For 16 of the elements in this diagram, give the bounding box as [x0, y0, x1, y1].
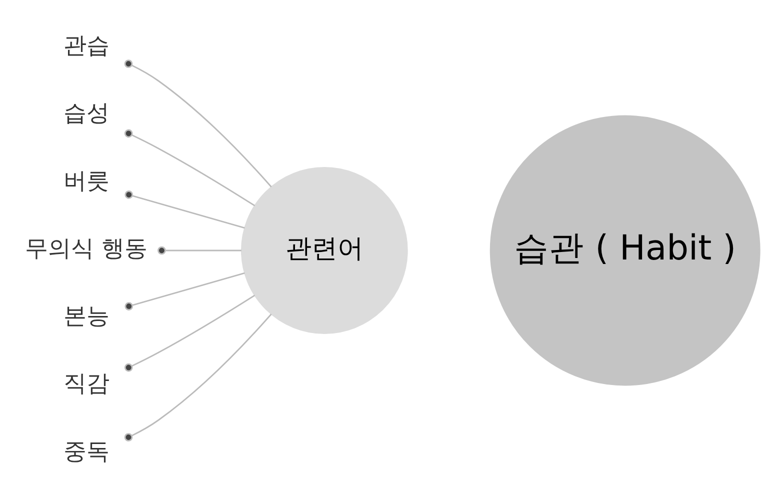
node-text: 무의식 행동	[25, 236, 148, 262]
connector	[124, 60, 272, 188]
connector	[124, 314, 272, 442]
node-text: 중독	[63, 438, 110, 465]
connector	[158, 246, 242, 255]
connector	[124, 272, 245, 310]
node-text: 습성	[63, 100, 110, 127]
connector	[124, 129, 256, 206]
connector	[124, 190, 245, 229]
node-text: 본능	[63, 304, 110, 330]
node-text: 버릇	[63, 168, 110, 194]
node-text: 직감	[63, 371, 110, 398]
connector	[124, 294, 256, 372]
node-circle: 관련어	[240, 167, 408, 334]
node-circle: 습관 ( Habit )	[490, 115, 760, 386]
node-text: 관습	[63, 33, 110, 60]
